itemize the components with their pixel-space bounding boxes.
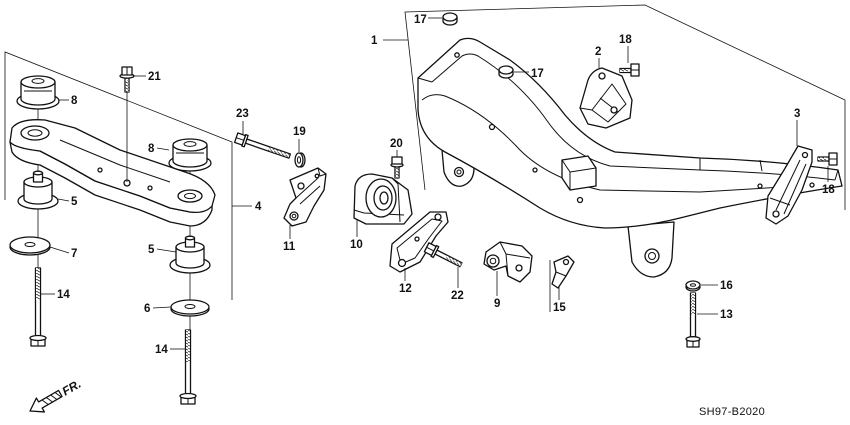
callout-6: 6 — [144, 303, 150, 315]
callout-20: 20 — [390, 138, 403, 150]
bushing-mount-10 — [353, 173, 413, 225]
callout-10: 10 — [350, 239, 363, 251]
callout-2: 2 — [595, 46, 601, 58]
bracket-11 — [283, 167, 327, 227]
diagram-code: SH97-B2020 — [699, 406, 765, 418]
bolt-23 — [233, 132, 292, 159]
front-arrow-icon — [29, 389, 63, 413]
subframe-beam — [9, 119, 216, 227]
cap-17-middle — [498, 65, 514, 79]
callout-8-left: 8 — [71, 95, 78, 107]
washer-7 — [9, 236, 51, 256]
crossmember — [417, 37, 843, 278]
washer-19 — [294, 152, 306, 168]
bolt-18-right — [817, 152, 838, 166]
bolt-14-left — [29, 267, 47, 347]
washer-6 — [170, 299, 210, 317]
bracket-12 — [389, 211, 449, 273]
callout-16: 16 — [720, 280, 733, 292]
callout-18-top: 18 — [619, 34, 632, 46]
callout-9: 9 — [494, 298, 500, 310]
rubber-mount-5-left — [17, 170, 59, 210]
callout-7: 7 — [71, 248, 77, 260]
rubber-mount-8-right — [168, 138, 212, 172]
callout-23: 23 — [236, 108, 249, 120]
rubber-mount-8-left — [16, 75, 60, 110]
bolt-18-top — [619, 63, 640, 77]
callout-11: 11 — [283, 241, 296, 253]
callout-13: 13 — [720, 309, 733, 321]
bracket-2 — [579, 67, 633, 129]
bracket-3 — [765, 145, 813, 225]
bracket-9 — [483, 241, 533, 283]
subframe-group-outline — [4, 51, 233, 300]
callout-18-right: 18 — [822, 184, 835, 196]
callout-21: 21 — [148, 71, 161, 83]
bolt-13 — [685, 292, 701, 348]
cap-17-top — [442, 12, 458, 26]
callout-3: 3 — [794, 108, 800, 120]
crossmember-group-outline — [404, 4, 846, 210]
callout-17-top: 17 — [414, 14, 427, 26]
callout-1: 1 — [371, 35, 378, 47]
callout-8-right: 8 — [148, 143, 155, 155]
callout-19: 19 — [293, 126, 306, 138]
callout-14-left: 14 — [57, 289, 70, 301]
clip-15 — [549, 255, 575, 312]
callout-12: 12 — [399, 283, 412, 295]
callout-14-bottom: 14 — [155, 344, 168, 356]
callout-22: 22 — [451, 290, 464, 302]
bolt-22 — [423, 242, 463, 268]
leader-lines — [41, 17, 829, 350]
callout-5-right: 5 — [148, 244, 155, 256]
callout-4: 4 — [255, 201, 262, 213]
washer-16 — [685, 280, 701, 292]
callout-17-middle: 17 — [531, 68, 544, 80]
callout-15: 15 — [553, 302, 566, 314]
rubber-mount-5-right — [169, 235, 211, 274]
bolt-14-bottom — [179, 329, 197, 405]
callout-5-left: 5 — [71, 196, 78, 208]
